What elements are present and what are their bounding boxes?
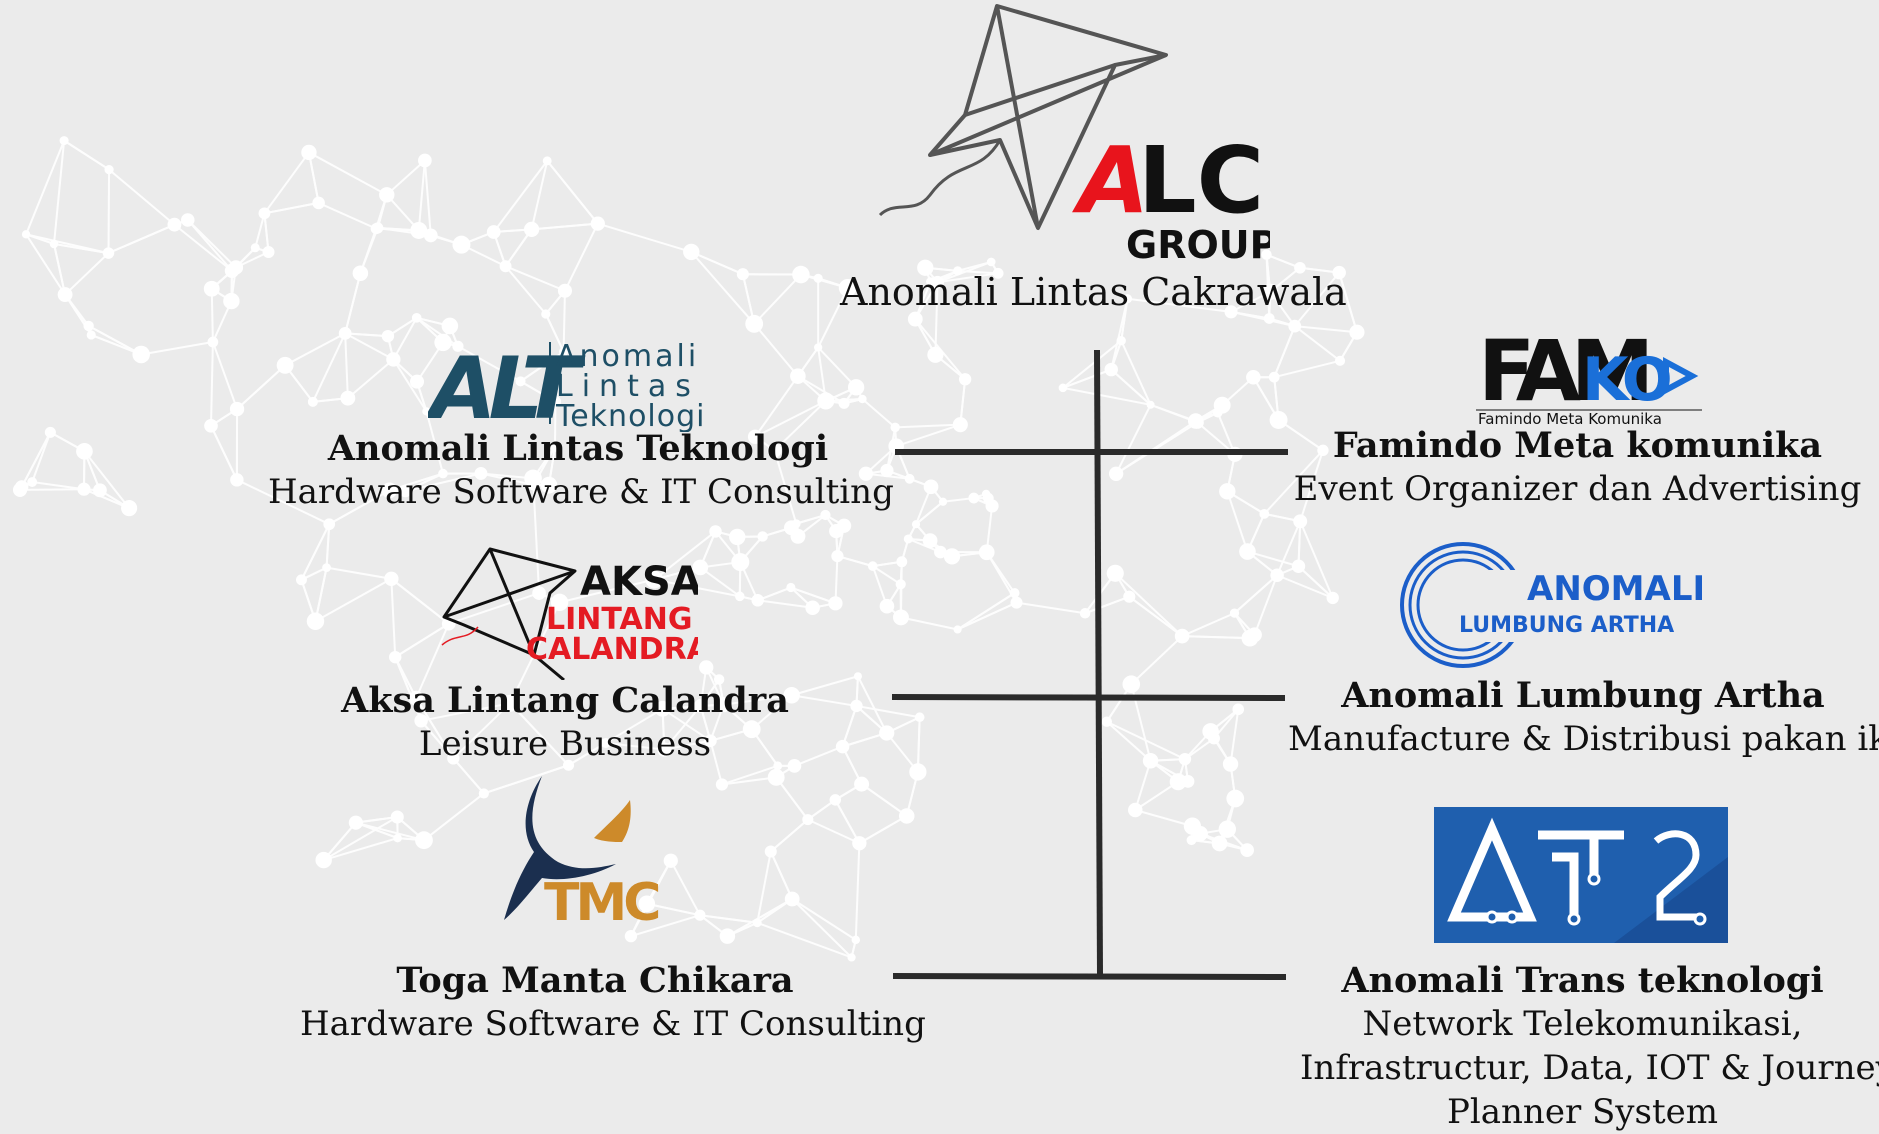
at2-company-block: Anomali Trans teknologi Network Telekomu… [1300,960,1879,1134]
trunk-line [1094,349,1103,976]
branch-line-3 [892,973,1287,980]
aksa-logo-line-1: AKSA [580,559,698,605]
at2-company-description-line-3: Planner System [1447,1092,1718,1132]
famko-logo: FAM KO Famindo Meta Komunika [1476,322,1702,428]
famko-company-description: Event Organizer dan Advertising [1293,469,1862,509]
at2-logo [1434,807,1728,943]
tmc-logo-mark: TMC [544,873,658,922]
at2-circuit-dots [1485,872,1707,926]
at2-company-description-line-2: Infrastructur, Data, IOT & Journey [1300,1048,1879,1088]
famko-company-name: Famindo Meta komunika [1332,425,1823,466]
alc-logo-mark-lc: LC [1138,127,1264,234]
aksa-logo-line-3: CALANDRA [526,632,698,667]
aksa-logo-line-2: LINTANG [546,602,692,637]
alt-logo-text-3: Teknologi [555,399,706,432]
alc-logo-sub: GROUP [1126,223,1270,267]
alc-logo-mark-a: A [1072,127,1149,234]
famko-logo-mark-ko: KO [1582,345,1670,415]
alt-company-description: Hardware Software & IT Consulting [268,472,894,512]
alt-logo-mark: ALT [428,339,586,432]
alt-logo-text-1: Anomali [556,339,699,374]
famko-logo-sub: Famindo Meta Komunika [1478,410,1662,428]
tmc-logo: TMC [504,776,662,922]
kite-icon [878,4,1168,230]
tmc-fin-gold [594,800,631,842]
alumbung-company-block: Anomali Lumbung Artha Manufacture & Dist… [1288,675,1879,761]
alc-group-logo: A LC GROUP [878,4,1270,267]
tmc-company-block: Toga Manta Chikara Hardware Software & I… [300,960,926,1046]
alt-logo-text-2: Lintas [556,369,700,404]
manta-icon [504,776,616,920]
kite-icon [442,547,577,680]
famko-arrow-icon [1663,356,1699,396]
alumbung-company-description: Manufacture & Distribusi pakan ikan [1288,719,1879,759]
parent-company-block: Anomali Lintas Cakrawala [840,268,1347,316]
aksa-kite-tail [441,626,479,646]
aksa-company-block: Aksa Lintang Calandra Leisure Business [280,680,850,766]
tmc-company-name: Toga Manta Chikara [396,960,794,1001]
at2-company-name: Anomali Trans teknologi [1341,960,1824,1001]
famko-logo-mark-fam: FAM [1478,322,1647,420]
alumbung-logo: ANOMALI LUMBUNG ARTHA [1400,542,1737,668]
at2-company-description-line-1: Network Telekomunikasi, [1362,1004,1803,1044]
famko-company-block: Famindo Meta komunika Event Organizer da… [1290,425,1865,511]
alumbung-logo-line-1: ANOMALI [1527,569,1705,609]
alumbung-logo-line-2: LUMBUNG ARTHA [1459,613,1674,638]
parent-company-name: Anomali Lintas Cakrawala [840,270,1347,314]
branch-line-2 [891,694,1286,701]
alt-company-name: Anomali Lintas Teknologi [327,428,829,469]
alumbung-text-backdrop [1455,570,1737,642]
aksa-logo: AKSA LINTANG CALANDRA [441,547,698,680]
aksa-company-name: Aksa Lintang Calandra [341,680,789,721]
tmc-company-description: Hardware Software & IT Consulting [300,1004,926,1044]
alt-company-block: Anomali Lintas Teknologi Hardware Softwa… [268,428,894,514]
alt-logo: ALT Anomali Lintas Teknologi [428,339,706,432]
aksa-company-description: Leisure Business [418,724,712,764]
alumbung-company-name: Anomali Lumbung Artha [1341,675,1825,716]
